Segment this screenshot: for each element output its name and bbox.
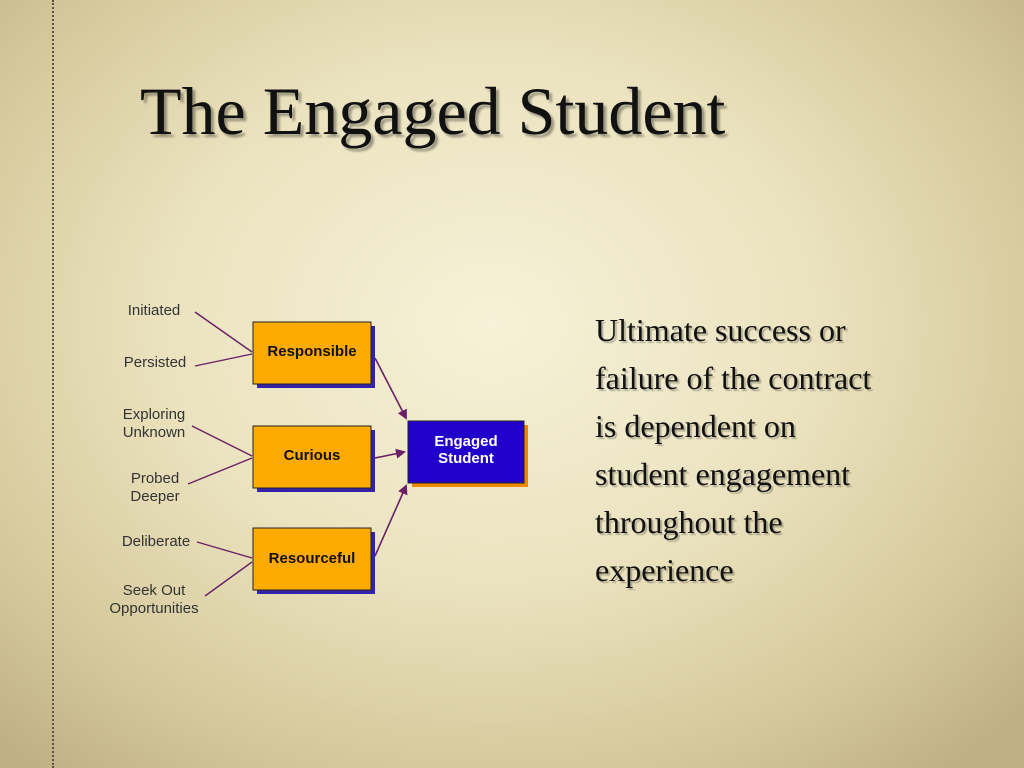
cause-label-initiated: Initiated [128, 302, 181, 319]
trait-label: Responsible [267, 343, 356, 360]
connector-persisted [194, 353, 253, 367]
cause-label-seek-out: Seek Out [123, 582, 186, 599]
cause-connectors [187, 311, 253, 597]
connector-seek-out [204, 561, 253, 597]
cause-label-persisted: Persisted [124, 354, 187, 371]
slide-title: The Engaged Student [140, 73, 726, 149]
trait-box-responsible: Responsible [252, 321, 375, 388]
target-box-engaged-student: Engaged Student [407, 420, 528, 487]
cause-label-deliberate: Deliberate [122, 533, 190, 550]
cause-labels: Initiated Persisted Exploring Unknown Pr… [109, 302, 198, 617]
connector-probed-deeper [187, 457, 253, 485]
body-line: throughout the [595, 504, 783, 540]
engagement-diagram: Responsible Curious Resourceful Engaged … [109, 302, 528, 617]
target-label-line1: Engaged [434, 433, 497, 450]
trait-label: Curious [284, 447, 341, 464]
cause-label-opportunities: Opportunities [109, 600, 198, 617]
slide-body-text: Ultimate success or failure of the contr… [595, 306, 995, 594]
arrow-curious [374, 448, 406, 459]
target-label-line2: Student [438, 450, 494, 467]
body-line: Ultimate success or [595, 312, 846, 348]
slide-border-dotted-line [52, 0, 54, 768]
connector-initiated [194, 311, 253, 353]
body-line: failure of the contract [595, 360, 872, 396]
body-line: is dependent on [595, 408, 796, 444]
connector-deliberate [196, 541, 253, 559]
trait-box-curious: Curious [252, 425, 375, 492]
body-line: experience [595, 552, 734, 588]
trait-arrows [374, 357, 408, 557]
trait-label: Resourceful [269, 550, 356, 567]
cause-label-unknown: Unknown [123, 424, 186, 441]
arrow-responsible [374, 357, 407, 420]
trait-box-resourceful: Resourceful [252, 527, 375, 594]
cause-label-probed: Probed [131, 470, 179, 487]
connector-exploring-unknown [191, 425, 253, 457]
arrow-resourceful [374, 484, 408, 557]
body-line: student engagement [595, 456, 851, 492]
cause-label-exploring: Exploring [123, 406, 186, 423]
cause-label-deeper: Deeper [130, 488, 179, 505]
